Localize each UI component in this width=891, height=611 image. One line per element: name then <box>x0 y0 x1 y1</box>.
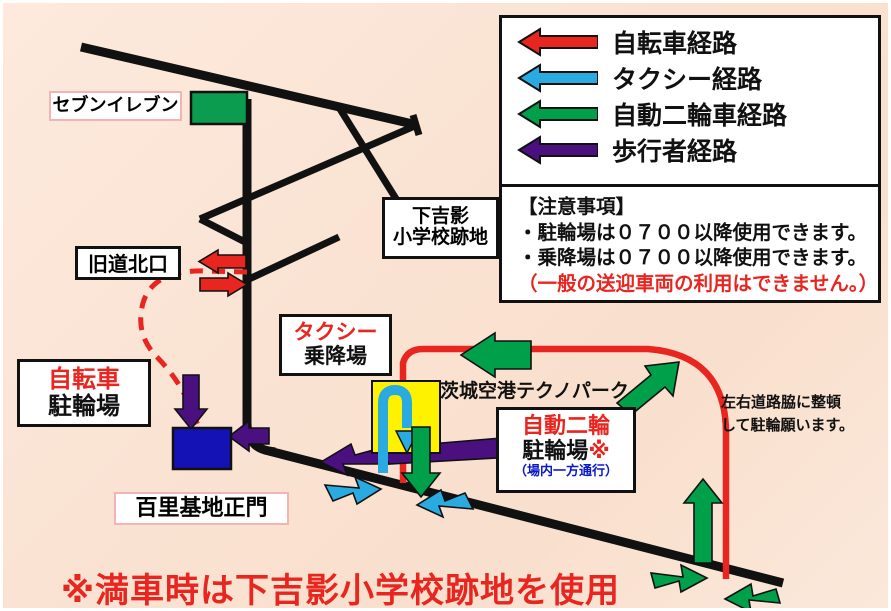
legend-row-taxi: タクシー経路 <box>516 60 878 96</box>
side-note-line1: 左右道路脇に整頓 <box>721 393 842 411</box>
motorcycle-arrow-bottom-east <box>649 563 709 594</box>
label-school-site-line1: 下吉影 <box>411 205 469 227</box>
label-hyakuri-main-gate: 百里基地正門 <box>114 492 289 525</box>
notes-section: 【注意事項】 ・駐輪場は０７００以降使用できます。 ・乗降場は０７００以降使用で… <box>518 194 879 297</box>
panel-divider <box>502 184 878 187</box>
notes-line-1: ・駐輪場は０７００以降使用できます。 <box>518 220 868 244</box>
label-motorcycle-parking-mark: ※ <box>588 438 610 464</box>
label-technopark: 茨城空港テクノパーク <box>440 380 629 402</box>
road-branch-east <box>245 233 341 284</box>
label-seven-eleven: セブンイレブン <box>49 91 182 121</box>
bicycle-parking-building <box>171 426 233 471</box>
label-bicycle-parking-line1: 自転車 <box>48 365 120 393</box>
road-top-diagonal <box>79 42 419 130</box>
bicycle-route-main-right <box>399 345 730 579</box>
left-arrow-icon <box>517 27 598 57</box>
legend-row-motorcycle: 自動二輪車経路 <box>516 96 878 132</box>
label-motorcycle-parking-line2: 駐輪場 <box>522 438 589 464</box>
bicycle-arrow-east <box>199 271 249 298</box>
notes-line-2: ・乗降場は０７００以降使用できます。 <box>518 246 868 270</box>
taxi-uturn-route <box>378 384 412 473</box>
legend-label-bicycle: 自転車経路 <box>612 29 738 58</box>
road-diagonal-crossing <box>198 121 419 223</box>
label-taxi-stop: タクシー 乗降場 <box>279 314 392 376</box>
taxi-arrow-lower-2 <box>415 488 475 519</box>
side-note-line2: して駐輪願います。 <box>721 416 855 435</box>
label-taxi-stop-line2: 乗降場 <box>304 343 367 368</box>
label-old-road-north-gate: 旧道北口 <box>75 246 181 280</box>
label-bicycle-parking-line2: 駐輪場 <box>48 391 120 420</box>
legend-row-pedestrian: 歩行者経路 <box>516 132 878 168</box>
label-motorcycle-parking: 自動二輪 駐輪場※ （場内一方通行） <box>496 407 636 493</box>
taxi-arrow-lower-1 <box>323 475 383 506</box>
seven-eleven-building <box>189 90 249 126</box>
legend-label-taxi: タクシー経路 <box>612 65 763 94</box>
label-school-site-line2: 小学校跡地 <box>392 226 488 249</box>
notes-line-3: （一般の送迎車両の利用はできません。） <box>518 272 879 296</box>
bicycle-arrow-west <box>197 248 247 275</box>
road-branch-upper-left <box>198 215 249 247</box>
motorcycle-arrow-northwest <box>615 361 680 417</box>
notes-heading: 【注意事項】 <box>518 195 636 218</box>
legend-notes-panel: 自転車経路 タクシー経路 自動二輪車経路 歩行者経路 <box>499 15 881 303</box>
motorcycle-arrow-west <box>459 331 532 379</box>
label-motorcycle-parking-line3: （場内一方通行） <box>513 464 618 480</box>
legend-row-bicycle: 自転車経路 <box>516 24 878 60</box>
left-arrow-icon <box>517 135 598 165</box>
legend: 自転車経路 タクシー経路 自動二輪車経路 歩行者経路 <box>502 24 878 176</box>
legend-label-motorcycle: 自動二輪車経路 <box>612 101 788 130</box>
label-school-site: 下吉影 小学校跡地 <box>382 197 499 259</box>
motorcycle-arrow-bottom-west <box>723 582 782 608</box>
motorcycle-arrow-down <box>400 426 442 499</box>
label-motorcycle-parking-line1: 自動二輪 <box>521 414 610 439</box>
side-note: 左右道路脇に整頓 して駐輪願います。 <box>721 391 854 438</box>
bottom-note: ※満車時は下吉影小学校跡地を使用 <box>61 571 621 611</box>
pedestrian-arrow-down <box>173 374 209 431</box>
legend-label-pedestrian: 歩行者経路 <box>612 137 738 166</box>
label-taxi-stop-line1: タクシー <box>293 320 378 344</box>
left-arrow-icon <box>517 63 598 93</box>
label-bicycle-parking: 自転車 駐輪場 <box>17 359 151 427</box>
left-arrow-icon <box>517 99 598 129</box>
road-to-school-site <box>337 107 406 212</box>
motorcycle-arrow-up <box>682 477 724 564</box>
